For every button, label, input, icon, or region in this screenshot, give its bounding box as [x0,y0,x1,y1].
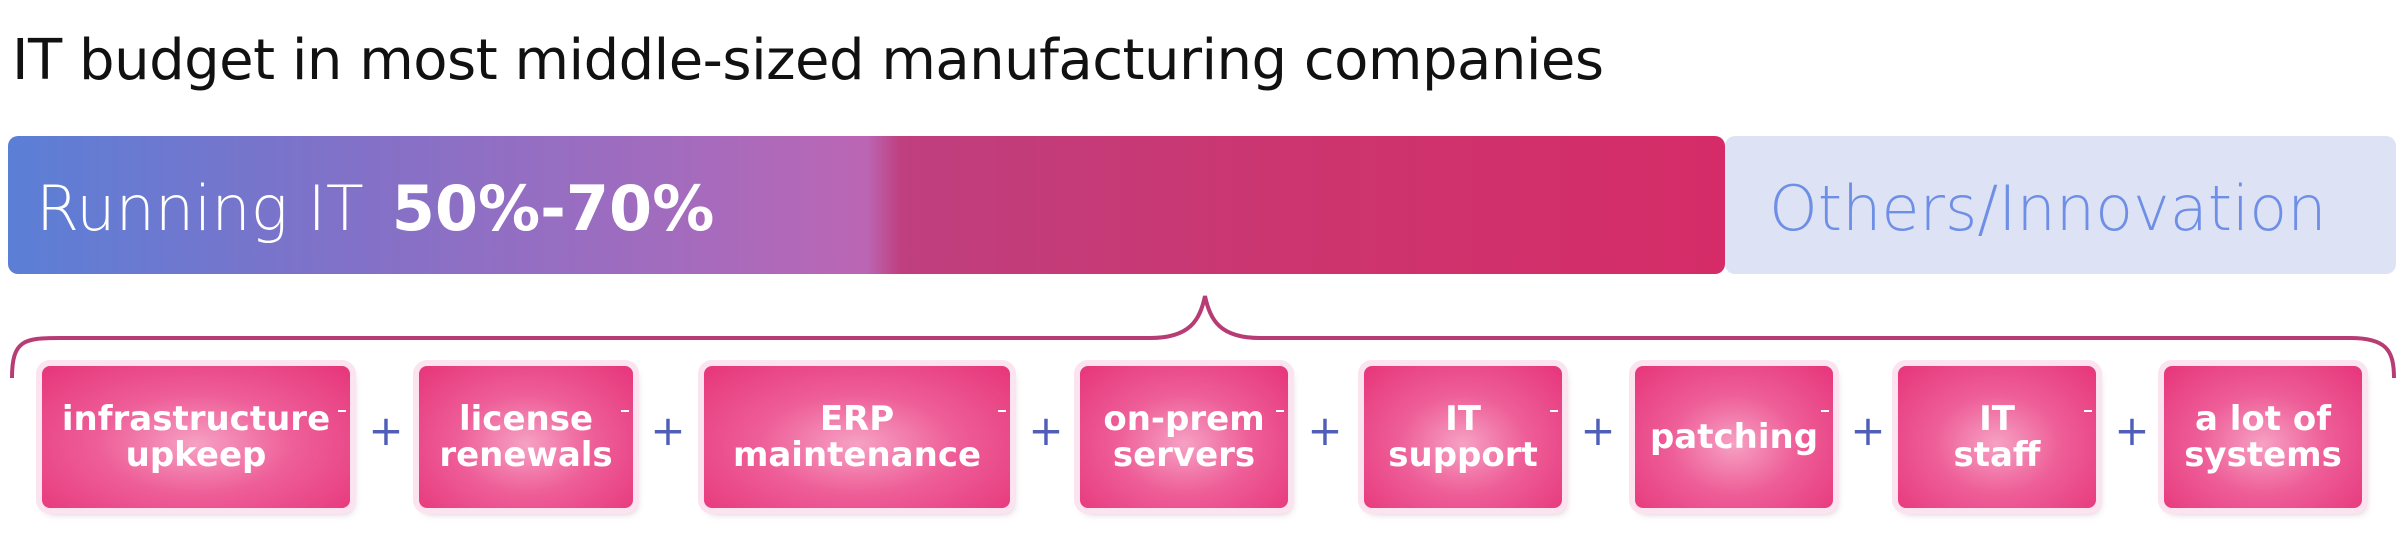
item-line2: upkeep [125,435,267,475]
item-line2: systems [2184,435,2342,475]
box-tick [1550,410,1558,412]
others-innovation-bar: Others/Innovation [1725,136,2396,274]
box-tick [1276,410,1284,412]
page-title: IT budget in most middle-sized manufactu… [12,28,1604,93]
running-it-label: Running IT 50%-70% [36,172,714,245]
item-line2: staff [1953,435,2041,475]
plus-operator: + [1307,406,1343,455]
item-line2: servers [1112,435,1256,475]
plus-operator: + [2114,406,2150,455]
item-patching: patching [1635,366,1833,508]
item-line1: a lot of [2194,399,2332,439]
box-tick [338,410,346,412]
item-line1: license [458,399,594,439]
running-it-bar: Running IT 50%-70% [8,136,1725,274]
plus-operator: + [1850,406,1886,455]
item-line1: infrastructure [61,399,331,439]
item-line2: support [1388,435,1538,475]
running-it-text: Running IT [36,172,364,245]
others-innovation-label: Others/Innovation [1769,172,2327,245]
item-line1: IT [1445,399,1481,439]
curly-brace [10,295,2396,379]
plus-operator: + [1028,406,1064,455]
box-tick [2084,410,2092,412]
box-tick [1821,410,1829,412]
item-line2: renewals [439,435,613,475]
item-line1: IT [1979,399,2015,439]
item-line1: patching [1649,417,1819,457]
item-line2: maintenance [732,435,982,475]
box-tick [621,410,629,412]
running-it-percent: 50%-70% [391,172,715,245]
item-line1: on-prem [1103,399,1265,439]
item-line1: ERP [819,399,895,439]
brace-path [10,295,2396,379]
plus-operator: + [1580,406,1616,455]
box-tick [998,410,1006,412]
plus-operator: + [650,406,686,455]
plus-operator: + [368,406,404,455]
